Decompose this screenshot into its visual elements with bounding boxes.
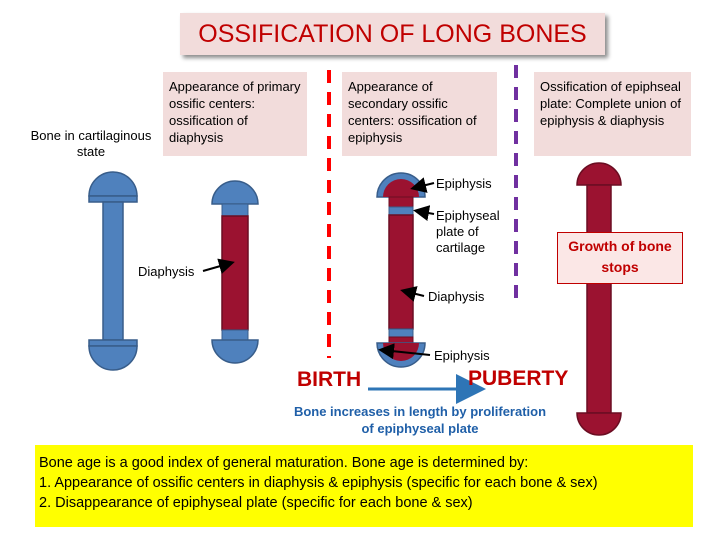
growth-stops-box: Growth of bone stops <box>557 232 683 284</box>
bone-cartilaginous <box>89 172 137 370</box>
label-epiphyseal-plate: Epiphyseal plate of cartilage <box>436 208 512 256</box>
label-diaphysis-mid: Diaphysis <box>428 289 484 305</box>
summary-box: Bone age is a good index of general matu… <box>35 445 693 527</box>
summary-point-1: 1. Appearance of ossific centers in diap… <box>39 473 685 493</box>
label-epiphysis-bottom: Epiphysis <box>434 348 490 364</box>
label-diaphysis-left: Diaphysis <box>138 264 194 280</box>
summary-intro: Bone age is a good index of general matu… <box>39 453 685 473</box>
birth-label: BIRTH <box>297 368 361 392</box>
bone-secondary-ossification <box>377 173 425 367</box>
arrow-epiphyseal-plate <box>417 211 434 214</box>
label-epiphysis-top: Epiphysis <box>436 176 492 192</box>
bone-fused <box>577 163 621 435</box>
growth-caption: Bone increases in length by proliferatio… <box>290 403 550 437</box>
bone-primary-ossification <box>212 181 258 363</box>
summary-point-2: 2. Disappearance of epiphyseal plate (sp… <box>39 493 685 513</box>
puberty-label: PUBERTY <box>468 367 568 391</box>
